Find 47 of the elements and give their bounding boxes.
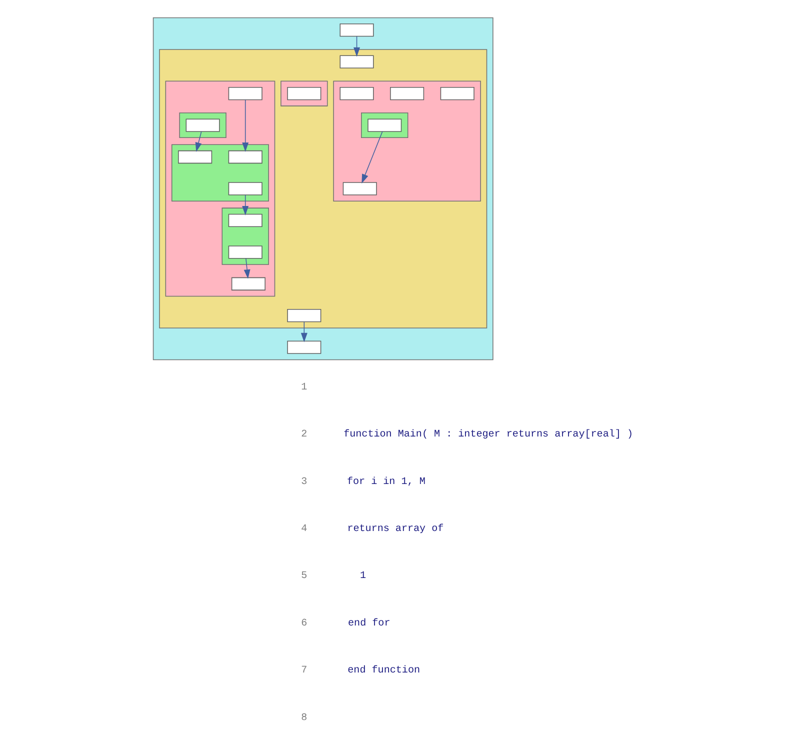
cluster [280, 80, 328, 106]
node-box [228, 246, 262, 259]
label: function Main( M : integer returns array[real] ) [343, 430, 632, 441]
cluster [332, 80, 480, 202]
node-box [185, 118, 220, 132]
label: 6 [300, 618, 307, 630]
node-box [286, 340, 321, 354]
node-box [228, 150, 262, 164]
label: 5 [300, 571, 307, 582]
label: for i in 1, M [346, 476, 425, 488]
cluster [178, 112, 226, 138]
node-box [367, 118, 402, 132]
cluster [158, 49, 487, 328]
cluster [221, 208, 268, 265]
arrow [353, 36, 360, 57]
node-box [286, 309, 321, 322]
cluster [170, 144, 268, 202]
node-box [342, 182, 376, 196]
node-box [339, 24, 374, 37]
node-box [339, 55, 374, 68]
node-box [390, 86, 424, 100]
label: 3 [300, 476, 307, 488]
node-box [286, 86, 321, 100]
cluster [164, 80, 275, 297]
label: returns array of [346, 524, 444, 535]
node-box [228, 86, 262, 100]
label: 8 [300, 712, 307, 724]
label: 7 [300, 666, 307, 677]
node-box [440, 86, 474, 100]
label: 2 [300, 430, 307, 441]
label: 4 [300, 524, 307, 535]
arrow [300, 322, 307, 342]
node-box [339, 86, 374, 100]
arrow [194, 131, 202, 152]
cluster [152, 17, 493, 360]
arrow [242, 99, 248, 152]
label: 1 [359, 571, 366, 582]
label: 1 [300, 382, 307, 394]
node-box [178, 150, 212, 164]
node-box [228, 214, 262, 228]
label: end function [347, 666, 420, 677]
arrow [242, 194, 248, 216]
node-box [230, 277, 265, 290]
node-box [228, 182, 262, 196]
cluster [360, 112, 408, 138]
label: end for [348, 618, 390, 630]
arrow [243, 258, 250, 279]
